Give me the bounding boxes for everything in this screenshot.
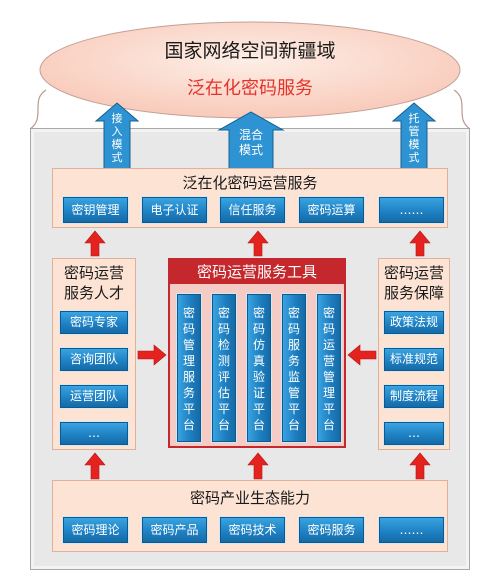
hosted-mode-label: 托管模式 [408, 112, 420, 164]
cyberspace-title: 国家网络空间新疆域 [164, 40, 336, 62]
guarantee-item: … [384, 422, 444, 445]
platform-bar: 密码检测评估平台 [212, 294, 236, 442]
service-item: 电子认证 [142, 197, 207, 223]
platform-label: 密码检测评估平台 [217, 306, 230, 432]
platform-label: 密码仿真验证平台 [252, 306, 265, 432]
cyberspace-ellipse [39, 21, 461, 119]
talent-item: … [60, 422, 128, 445]
guarantee-pillar-panel: 密码运营 服务保障 政策法规 标准规范 制度流程 … [378, 258, 450, 450]
service-item: 密码运算 [299, 197, 364, 223]
guarantee-title-line1: 密码运营 [383, 264, 444, 282]
ecosystem-title: 密码产业生态能力 [189, 489, 310, 507]
service-layer-title: 泛在化密码运营服务 [182, 174, 318, 192]
platform-bar: 密码仿真验证平台 [247, 294, 271, 442]
ecosystem-to-talent-arrow [84, 452, 106, 480]
service-layer-panel: 泛在化密码运营服务 密钥管理 电子认证 信任服务 密码运算 …… [52, 168, 448, 228]
ecosystem-item: 密码服务 [299, 517, 364, 543]
guarantee-item: 制度流程 [384, 385, 444, 408]
ecosystem-to-guarantee-arrow [409, 452, 431, 480]
platform-bar: 密码管理服务平台 [177, 294, 201, 442]
tools-to-service-arrow [247, 230, 269, 257]
tools-title: 密码运营服务工具 [170, 260, 344, 284]
talent-to-service-arrow [84, 230, 106, 257]
platform-label: 密码服务监管平台 [287, 306, 300, 432]
platform-bar: 密码服务监管平台 [282, 294, 306, 442]
ecosystem-item: …… [379, 517, 444, 543]
ellipse-right-curve [453, 89, 471, 130]
ellipse-left-curve [29, 89, 47, 130]
service-item: …… [379, 197, 444, 223]
talent-to-tools-arrow [137, 344, 167, 366]
guarantee-item: 标准规范 [384, 348, 444, 371]
platform-label: 密码运营管理平台 [322, 306, 335, 432]
ecosystem-item: 密码产品 [142, 517, 207, 543]
service-item: 密钥管理 [63, 197, 128, 223]
access-mode-label: 接入模式 [111, 112, 123, 164]
platform-label: 密码管理服务平台 [182, 306, 195, 432]
hybrid-mode-label: 混合模式 [238, 128, 263, 157]
guarantee-title-line2: 服务保障 [383, 284, 444, 302]
tools-pillar-panel: 密码运营服务工具 密码管理服务平台 密码检测评估平台 密码仿真验证平台 密码服务… [168, 258, 346, 448]
ecosystem-to-tools-arrow [247, 452, 269, 480]
guarantee-to-tools-arrow [347, 344, 377, 366]
guarantee-item: 政策法规 [384, 311, 444, 334]
guarantee-to-service-arrow [409, 230, 431, 257]
ecosystem-item: 密码理论 [63, 517, 128, 543]
service-item: 信任服务 [220, 197, 285, 223]
talent-item: 运营团队 [60, 385, 128, 408]
ecosystem-item: 密码技术 [220, 517, 285, 543]
talent-item: 咨询团队 [60, 348, 128, 371]
talent-title-line2: 服务人才 [63, 284, 124, 302]
ecosystem-layer-panel: 密码产业生态能力 密码理论 密码产品 密码技术 密码服务 …… [52, 480, 448, 552]
ubiquitous-service-subtitle: 泛在化密码服务 [187, 78, 313, 99]
talent-item: 密码专家 [60, 311, 128, 334]
platform-bar: 密码运营管理平台 [317, 294, 341, 442]
talent-pillar-panel: 密码运营 服务人才 密码专家 咨询团队 运营团队 … [52, 258, 136, 450]
talent-title-line1: 密码运营 [63, 264, 124, 282]
